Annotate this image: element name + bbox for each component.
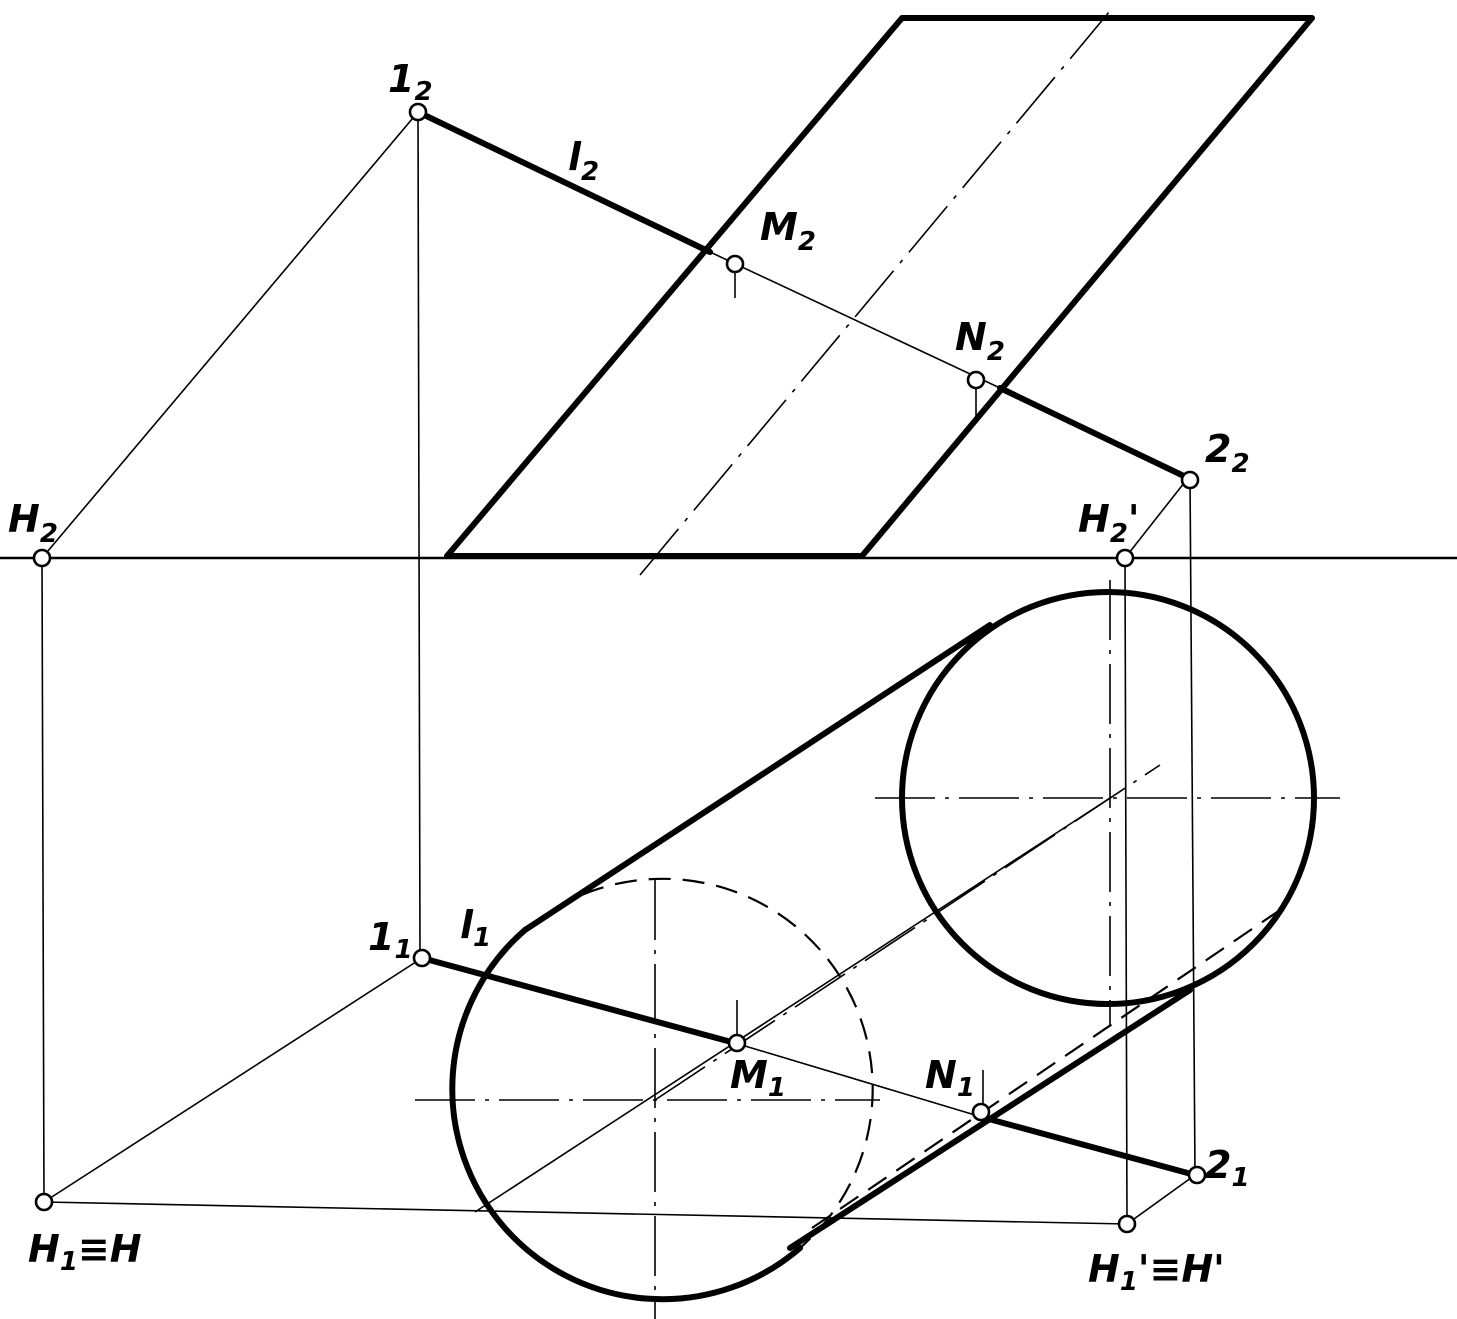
line-l1-visible-left [419, 955, 738, 1046]
point-2-1 [1187, 1165, 1207, 1185]
projection-link-h [41, 557, 45, 1203]
construction-2-2-to-h2p [1124, 477, 1189, 559]
label-m1: M1 [730, 1053, 786, 1103]
cylinder-hidden-generator [811, 909, 1281, 1229]
cylinder-outline-upper [522, 622, 993, 933]
projection-link-1 [417, 111, 421, 959]
cylinder-base-circle-left-visible [449, 927, 803, 1303]
construction-h1-to-h1p [43, 1201, 1128, 1225]
point-n2 [966, 370, 986, 390]
cylinder-diameter-line [474, 797, 1111, 1213]
label-2-1: 21 [1205, 1143, 1250, 1193]
label-l2: l2 [568, 135, 599, 187]
line-l1-visible-right [982, 1115, 1198, 1178]
cylinder-front-projection [444, 15, 1315, 559]
point-h1 [34, 1192, 54, 1212]
line-l1-hidden-middle [734, 1042, 986, 1119]
point-m1 [727, 1033, 747, 1053]
point-m2 [725, 254, 745, 274]
label-m2: M2 [760, 205, 816, 257]
projection-link-hp [1124, 557, 1128, 1225]
label-n1: N1 [925, 1053, 975, 1103]
label-1-2: 12 [388, 57, 433, 107]
point-2-2 [1180, 470, 1200, 490]
point-n1 [971, 1102, 991, 1122]
line-l2-visible-left [415, 109, 713, 255]
label-h2p: H2' [1078, 497, 1140, 549]
construction-1-2-to-h2 [41, 111, 419, 559]
label-l1: l1 [460, 903, 491, 953]
point-1-2 [408, 102, 428, 122]
label-2-2: 22 [1205, 427, 1250, 479]
line-l2-hidden-middle [709, 251, 1001, 389]
cylinder-base-circle-left-hidden [524, 877, 874, 1249]
construction-1-1-to-h1 [43, 957, 423, 1203]
point-h2 [32, 548, 52, 568]
point-1-1 [412, 948, 432, 968]
line-l2-visible-right [997, 385, 1191, 481]
projection-link-2 [1189, 477, 1196, 1176]
point-h1p [1117, 1214, 1137, 1234]
label-1-1: 11 [368, 915, 413, 965]
label-h2: H2 [8, 497, 58, 549]
label-n2: N2 [955, 315, 1005, 367]
label-h1p-hp: H1'≡H' [1088, 1247, 1225, 1297]
cylinder-axis-front [639, 4, 1116, 576]
label-h1-h: H1≡H [28, 1227, 142, 1277]
construction-2-1-to-h1p [1126, 1174, 1196, 1225]
point-h2p [1115, 548, 1135, 568]
